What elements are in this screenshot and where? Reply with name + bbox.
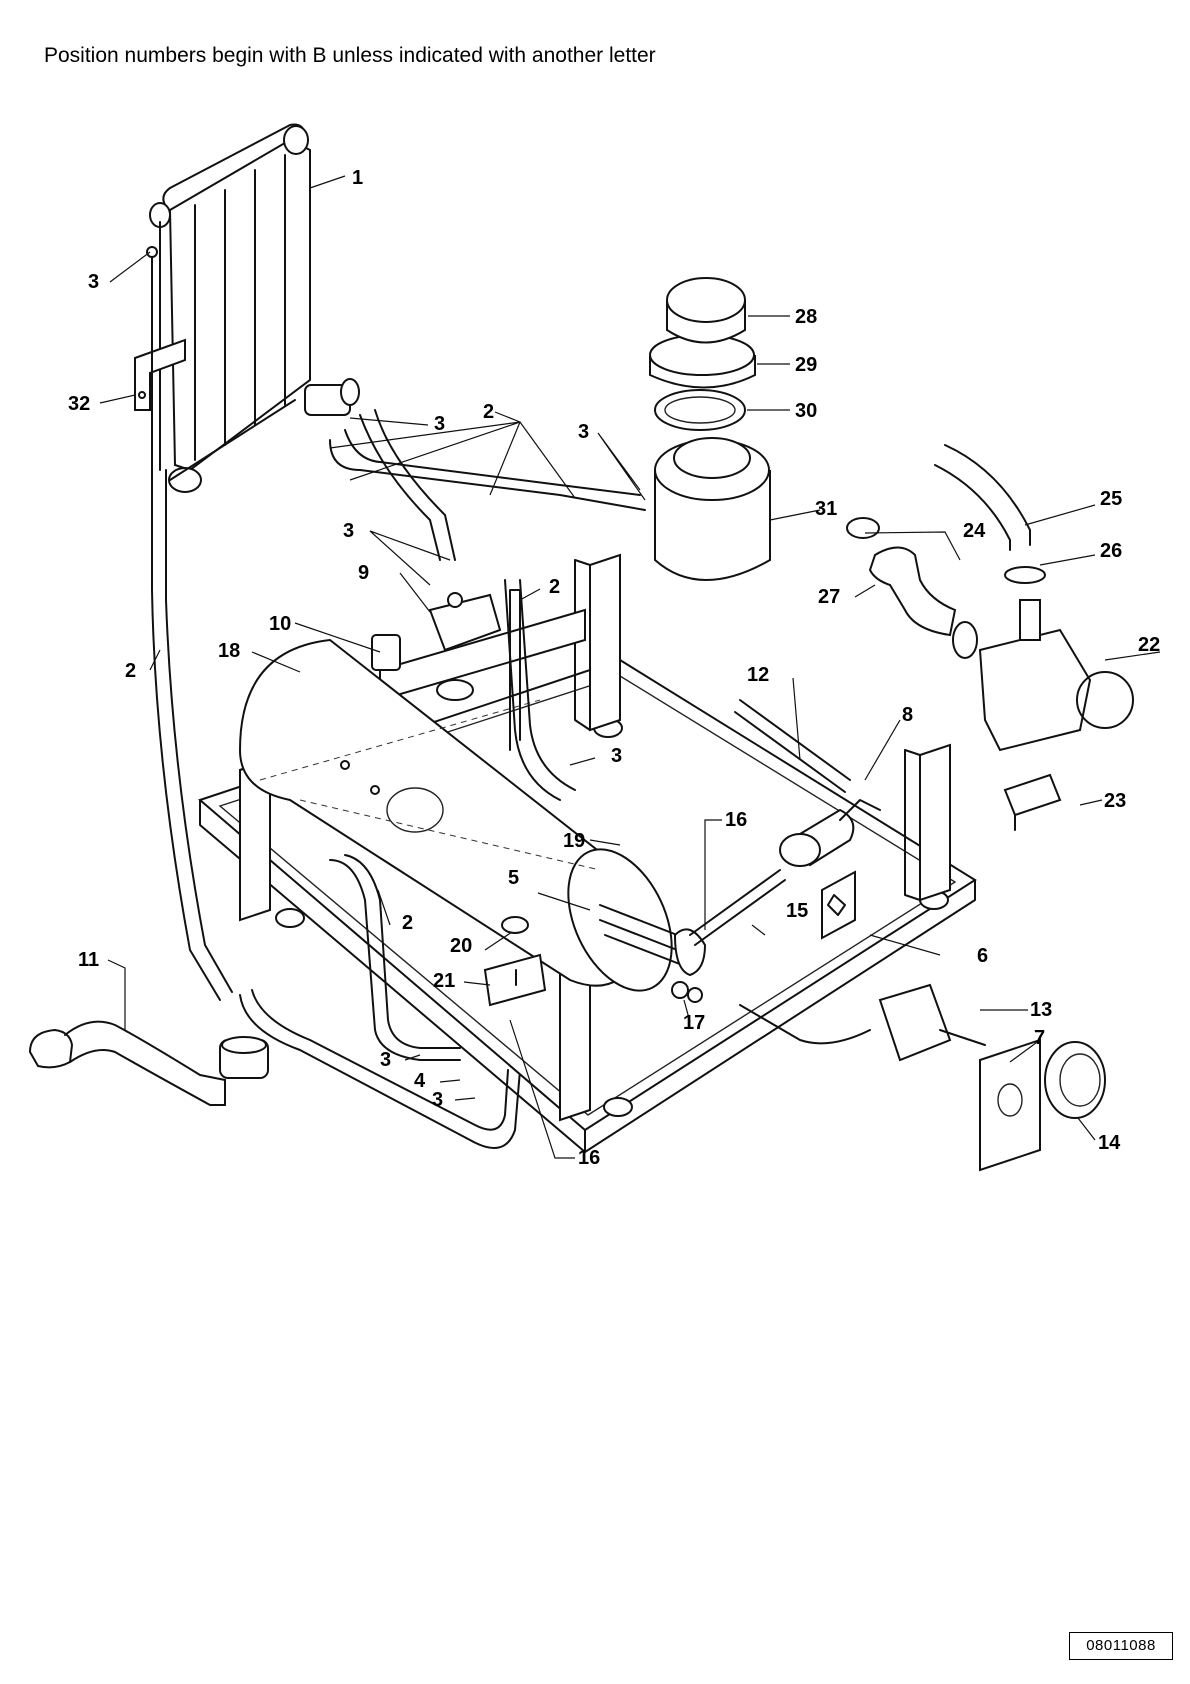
callout-7: 7: [1034, 1027, 1045, 1049]
callout-17: 17: [683, 1012, 705, 1034]
callout-2: 2: [402, 912, 413, 934]
heat-exchanger-part: [146, 123, 360, 493]
callout-3: 3: [578, 421, 589, 443]
thermostat-13-part: [739, 983, 986, 1062]
left-long-hose-part: [151, 257, 233, 1001]
callout-24: 24: [963, 520, 986, 542]
callout-11: 11: [78, 949, 99, 971]
corrugated-hose-25-part: [934, 444, 1031, 551]
bracket-32-part: [134, 338, 186, 411]
panel-7-part: [979, 1038, 1041, 1172]
callout-3: 3: [432, 1089, 443, 1111]
callout-21: 21: [433, 970, 455, 992]
clamp-26-part: [1004, 566, 1046, 584]
leader-lines: [99, 175, 1161, 1159]
callout-27: 27: [818, 586, 840, 608]
callout-25: 25: [1100, 488, 1122, 510]
callout-16: 16: [725, 809, 747, 831]
callout-8: 8: [902, 704, 913, 726]
knob-14-part: [1044, 1041, 1106, 1119]
valve-9-part: [428, 592, 502, 652]
drain-hose-11-part: [28, 1020, 269, 1106]
callout-31: 31: [815, 498, 837, 520]
ring-30-part: [654, 389, 746, 431]
callout-4: 4: [414, 1070, 426, 1092]
tank-18-part: [238, 638, 673, 992]
nut-29-part: [649, 334, 756, 389]
callout-3: 3: [380, 1049, 391, 1071]
callout-12: 12: [747, 664, 769, 686]
callout-26: 26: [1100, 540, 1122, 562]
callout-6: 6: [977, 945, 988, 967]
callout-13: 13: [1030, 999, 1052, 1021]
callout-23: 23: [1104, 790, 1126, 812]
grommet-20-part: [501, 916, 529, 934]
callout-labels: 1 3 32 3 2 3 28 29 30 31 3 9 2 10 18 2 2…: [68, 167, 1160, 1169]
screw-21-part: [483, 953, 547, 1007]
hose-27-part: [868, 546, 957, 637]
callout-3: 3: [611, 745, 622, 767]
diagram-note: Position numbers begin with B unless ind…: [44, 44, 656, 67]
cap-28-part: [666, 277, 746, 344]
pump-22-part: [978, 599, 1134, 752]
valve-8-part: [779, 799, 881, 867]
bracket-6-part: [821, 870, 856, 940]
callout-22: 22: [1138, 634, 1160, 656]
heating-element-5-part: [599, 904, 707, 1003]
mid-hose-2-part: [329, 579, 576, 1061]
callout-32: 32: [68, 393, 90, 415]
callout-5: 5: [508, 867, 519, 889]
callout-14: 14: [1098, 1132, 1121, 1154]
callout-2: 2: [483, 401, 494, 423]
lower-hose-loop-part: [239, 989, 521, 1149]
fitting-10-part: [371, 634, 474, 701]
tube-12-part: [734, 699, 851, 793]
callout-3: 3: [434, 413, 445, 435]
container-31-part: [654, 437, 771, 581]
callout-3: 3: [88, 271, 99, 293]
callout-2: 2: [125, 660, 136, 682]
callout-3: 3: [343, 520, 354, 542]
document-number-box: 08011088: [1069, 1632, 1173, 1660]
callout-28: 28: [795, 306, 817, 328]
callout-2: 2: [549, 576, 560, 598]
callout-18: 18: [218, 640, 240, 662]
callout-15: 15: [786, 900, 808, 922]
callout-19: 19: [563, 830, 585, 852]
callout-9: 9: [358, 562, 369, 584]
callout-30: 30: [795, 400, 817, 422]
callout-10: 10: [269, 613, 291, 635]
upper-hoses-part: [329, 409, 646, 561]
bracket-23-part: [1003, 773, 1062, 831]
callout-16: 16: [578, 1147, 600, 1169]
callout-20: 20: [450, 935, 472, 957]
callout-1: 1: [352, 167, 363, 189]
callout-29: 29: [795, 354, 817, 376]
